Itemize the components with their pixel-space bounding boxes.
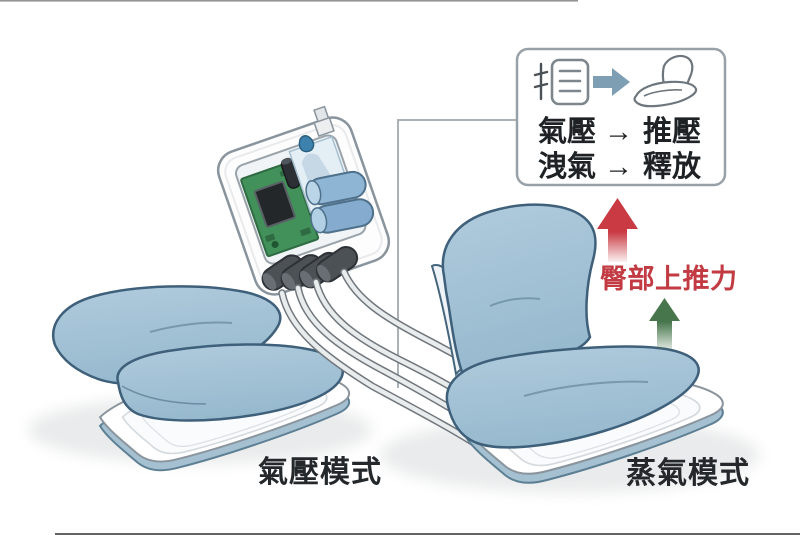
callout-row1-arrow: →: [604, 116, 633, 148]
chip: [253, 180, 296, 228]
callout-row1-from: 氣壓: [538, 115, 596, 148]
callout-row2-arrow: →: [604, 151, 633, 183]
top-edge-artifact: [0, 0, 578, 2]
seat-cushion-icon: [633, 54, 698, 108]
right-cushion-seat: [445, 345, 700, 449]
left-cushion-illustration: [52, 285, 351, 472]
left-cushion-back-seam: [149, 321, 233, 333]
right-cushion-backrest: [441, 203, 597, 377]
pressure-valve-icon: [533, 62, 549, 101]
connector-blocks: [313, 105, 335, 138]
right-mode-label: 蒸氣模式: [626, 457, 750, 490]
control-unit-illustration: [216, 105, 391, 296]
callout-row2-to: 釋放: [643, 150, 702, 183]
hip-push-force-label: 臀部上推力: [600, 263, 738, 294]
callout-row2-from: 洩氣: [538, 150, 596, 183]
hip-push-red-arrow: [597, 198, 638, 262]
seat-lift-green-arrow: [649, 298, 680, 349]
callout-box: 氣壓 → 推壓 洩氣 → 釋放: [515, 47, 727, 187]
arrow-right-icon: [593, 68, 630, 96]
seat-seam: [523, 380, 649, 397]
right-cushion-illustration: [430, 203, 724, 484]
air-pump-cylinder-bottom: [310, 198, 375, 234]
callout-row1-to: 推壓: [643, 115, 701, 148]
air-pump-cylinder-top: [305, 170, 367, 206]
callout-row-deflate: 洩氣 → 釋放: [538, 150, 702, 183]
callout-row-air-pressure: 氣壓 → 推壓: [538, 115, 701, 148]
left-cushion-fold-line: [121, 385, 207, 405]
blue-valve: [298, 135, 315, 153]
control-list-icon: [550, 58, 590, 106]
backrest-seam: [489, 297, 541, 307]
callout-connector-line: [397, 119, 517, 388]
bottom-edge-artifact: [55, 533, 800, 535]
left-mode-label: 氣壓模式: [258, 456, 382, 489]
